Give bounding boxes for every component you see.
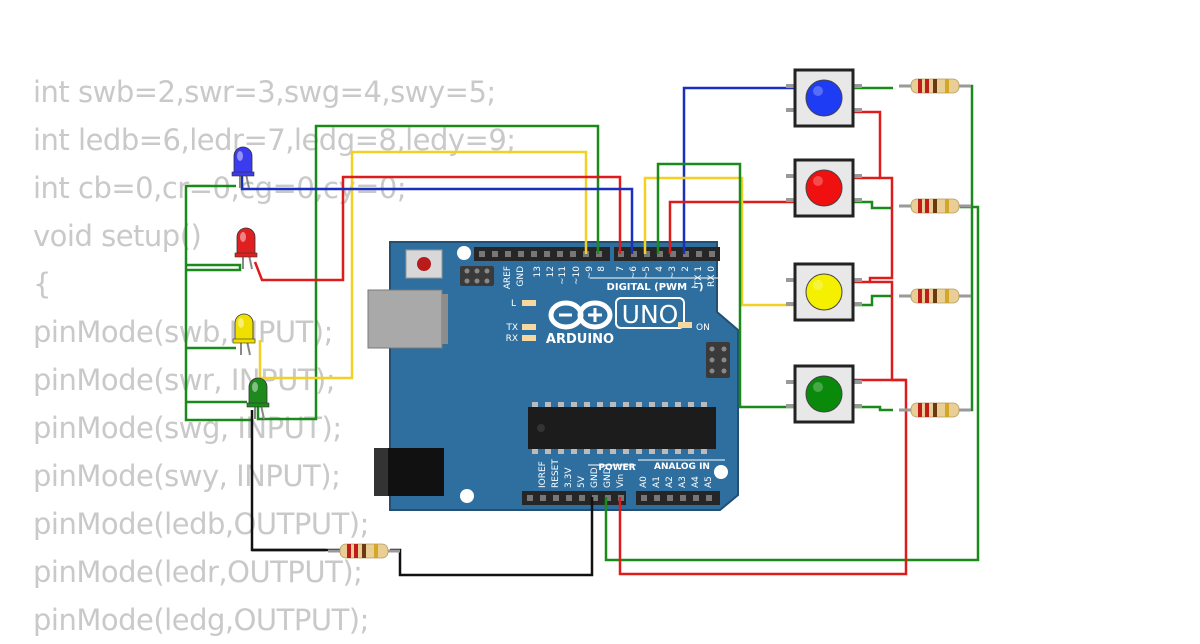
button-group bbox=[786, 68, 862, 424]
circuit-diagram: UNO ARDUINO DIGITAL (PWM ~) POWER ANALOG… bbox=[184, 68, 980, 577]
pin-label: A2 bbox=[665, 476, 675, 488]
pin-label: ~5 bbox=[642, 266, 652, 279]
wire-blue-pin2 bbox=[682, 86, 797, 254]
wire-res-bus-2 bbox=[604, 205, 980, 562]
mount-hole bbox=[457, 246, 471, 260]
usb-connector bbox=[367, 289, 443, 349]
pin-label: RESET bbox=[551, 459, 561, 488]
pin-label: GND bbox=[603, 467, 613, 488]
pin-label: A4 bbox=[691, 476, 701, 488]
resistor bbox=[899, 402, 971, 418]
code-line: int swb=2,swr=3,swg=4,swy=5; bbox=[33, 75, 496, 109]
pin-label: 3.3V bbox=[564, 467, 574, 488]
analog-header bbox=[636, 491, 720, 505]
power-header bbox=[522, 491, 626, 505]
resistor bbox=[328, 543, 400, 559]
code-line: pinMode(ledb,OUTPUT); bbox=[33, 507, 369, 541]
pin-label: A1 bbox=[652, 476, 662, 488]
pin-label: 12 bbox=[546, 266, 556, 277]
pin-label: ~9 bbox=[585, 266, 595, 280]
wire-green-pin8 bbox=[256, 124, 600, 421]
pin-label: 5V bbox=[577, 475, 587, 488]
pin-label: A5 bbox=[704, 476, 714, 488]
wire-yellow-pin9 bbox=[258, 150, 588, 380]
wire-led-common-2 bbox=[186, 263, 242, 272]
wire-red-pin3 bbox=[668, 200, 797, 254]
pin-label: A0 bbox=[639, 476, 649, 488]
led-group bbox=[231, 146, 270, 420]
led-yellow bbox=[232, 313, 256, 356]
mount-hole bbox=[460, 489, 474, 503]
pin-label: ~11 bbox=[558, 266, 568, 285]
pin-label: A3 bbox=[678, 476, 688, 488]
pin-label: 2 bbox=[681, 266, 691, 272]
resistor-group bbox=[328, 78, 971, 559]
wire-btn-res-2 bbox=[853, 200, 893, 210]
arduino-board: UNO ARDUINO DIGITAL (PWM ~) POWER ANALOG… bbox=[367, 241, 739, 511]
digital-label: DIGITAL (PWM ~) bbox=[607, 282, 704, 293]
wire-yellow-pin5 bbox=[643, 176, 797, 307]
pin-label: AREF bbox=[503, 266, 513, 289]
pushbutton-yellow[interactable] bbox=[786, 262, 862, 322]
uno-badge bbox=[615, 297, 685, 329]
wire-green-pin4 bbox=[656, 162, 797, 409]
led-green bbox=[246, 377, 270, 420]
pin-label: RX 0 bbox=[707, 266, 717, 287]
led-blue bbox=[231, 146, 255, 189]
code-line: pinMode(swb,INPUT); bbox=[33, 315, 333, 349]
code-line: pinMode(ledr,OUTPUT); bbox=[33, 555, 363, 589]
code-line: { bbox=[33, 267, 51, 301]
pin-label: ~6 bbox=[629, 266, 639, 280]
mount-hole bbox=[714, 465, 728, 479]
board-model: UNO bbox=[622, 300, 679, 329]
pushbutton-green[interactable] bbox=[786, 364, 862, 424]
led-l-label: L bbox=[511, 299, 516, 309]
wires bbox=[184, 84, 980, 577]
led-rx-label: RX bbox=[506, 334, 518, 344]
pin-label: TX 1 bbox=[694, 266, 704, 287]
pin-label: 7 bbox=[616, 266, 626, 272]
led-l bbox=[522, 300, 536, 306]
reset-button-cap bbox=[417, 257, 431, 271]
pushbutton-blue[interactable] bbox=[786, 68, 862, 128]
led-on bbox=[678, 322, 692, 328]
wire-led-common bbox=[184, 184, 252, 422]
power-label: POWER bbox=[598, 463, 635, 473]
pin-label: GND bbox=[590, 467, 600, 488]
pin-label: 4 bbox=[655, 266, 665, 272]
wire-btn-res-3 bbox=[853, 294, 893, 307]
led-rx bbox=[522, 335, 536, 341]
led-on-label: ON bbox=[696, 323, 710, 333]
wire-res-bus bbox=[960, 84, 974, 412]
pin-label: GND bbox=[516, 266, 526, 287]
wire-gnd-1 bbox=[250, 410, 340, 552]
digital-header-right bbox=[614, 247, 720, 261]
wire-blue-pin6 bbox=[240, 175, 634, 254]
pin-label: ~3 bbox=[668, 266, 678, 279]
resistor bbox=[899, 78, 971, 94]
digital-header-left bbox=[474, 247, 610, 261]
arduino-logo bbox=[548, 300, 613, 330]
led-red bbox=[234, 227, 258, 270]
pin-label: 8 bbox=[597, 266, 607, 272]
led-tx-label: TX bbox=[505, 323, 518, 333]
code-line: pinMode(swr, INPUT); bbox=[33, 363, 336, 397]
analog-label: ANALOG IN bbox=[654, 462, 710, 472]
pin-label: 13 bbox=[533, 266, 543, 277]
resistor bbox=[899, 198, 971, 214]
code-line: pinMode(swy, INPUT); bbox=[33, 459, 341, 493]
board-brand: ARDUINO bbox=[546, 332, 614, 347]
icsp-header bbox=[460, 266, 494, 286]
pushbutton-red[interactable] bbox=[786, 158, 862, 218]
pin-label: ~10 bbox=[572, 266, 582, 285]
resistor bbox=[899, 288, 971, 304]
pin-label: Vin bbox=[616, 474, 626, 488]
led-tx bbox=[522, 324, 536, 330]
wire-btn-res-4 bbox=[853, 405, 893, 412]
pin-label: IOREF bbox=[538, 461, 548, 488]
icsp2-header bbox=[706, 342, 730, 378]
atmega-chip bbox=[528, 407, 716, 449]
